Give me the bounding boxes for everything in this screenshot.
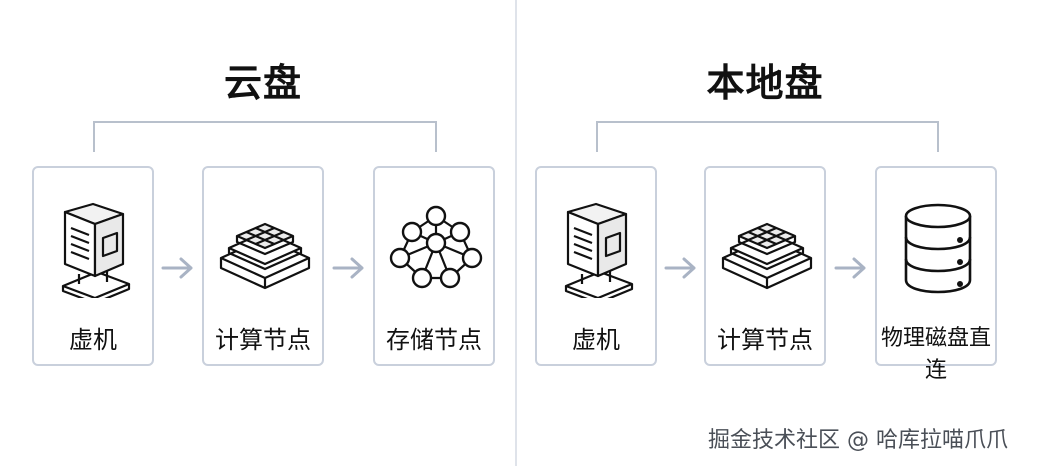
card-vm-right: 虚机 [535,166,657,366]
watermark-text: 掘金技术社区 @ 哈库拉喵爪爪 [708,428,1008,453]
card-label: 计算节点 [215,326,311,354]
arrow-right-icon [834,257,866,279]
card-compute-right: 计算节点 [704,166,826,366]
card-label: 物理磁盘直连 [880,326,991,383]
card-label: 虚机 [572,326,620,354]
arrow-right-icon [332,257,364,279]
card-label: 计算节点 [717,326,813,354]
section-divider [515,0,517,466]
cloud-disk-title: 云盘 [223,61,302,105]
server-icon [61,202,131,298]
card-storage-left: 存储节点 [373,166,495,366]
card-label: 存储节点 [386,326,482,354]
arrow-right-icon [161,257,193,279]
card-vm-left: 虚机 [32,166,154,366]
compute-grid-icon [721,222,813,290]
database-icon [904,203,972,294]
local-disk-title: 本地盘 [706,61,824,105]
local-disk-bracket [596,121,939,152]
arrow-right-icon [664,257,696,279]
compute-grid-icon [219,222,311,290]
server-icon [564,202,634,298]
card-compute-left: 计算节点 [202,166,324,366]
card-label: 虚机 [69,326,117,354]
cloud-disk-bracket [93,121,437,152]
network-nodes-icon [389,205,483,289]
card-disk-right: 物理磁盘直连 [875,166,997,383]
